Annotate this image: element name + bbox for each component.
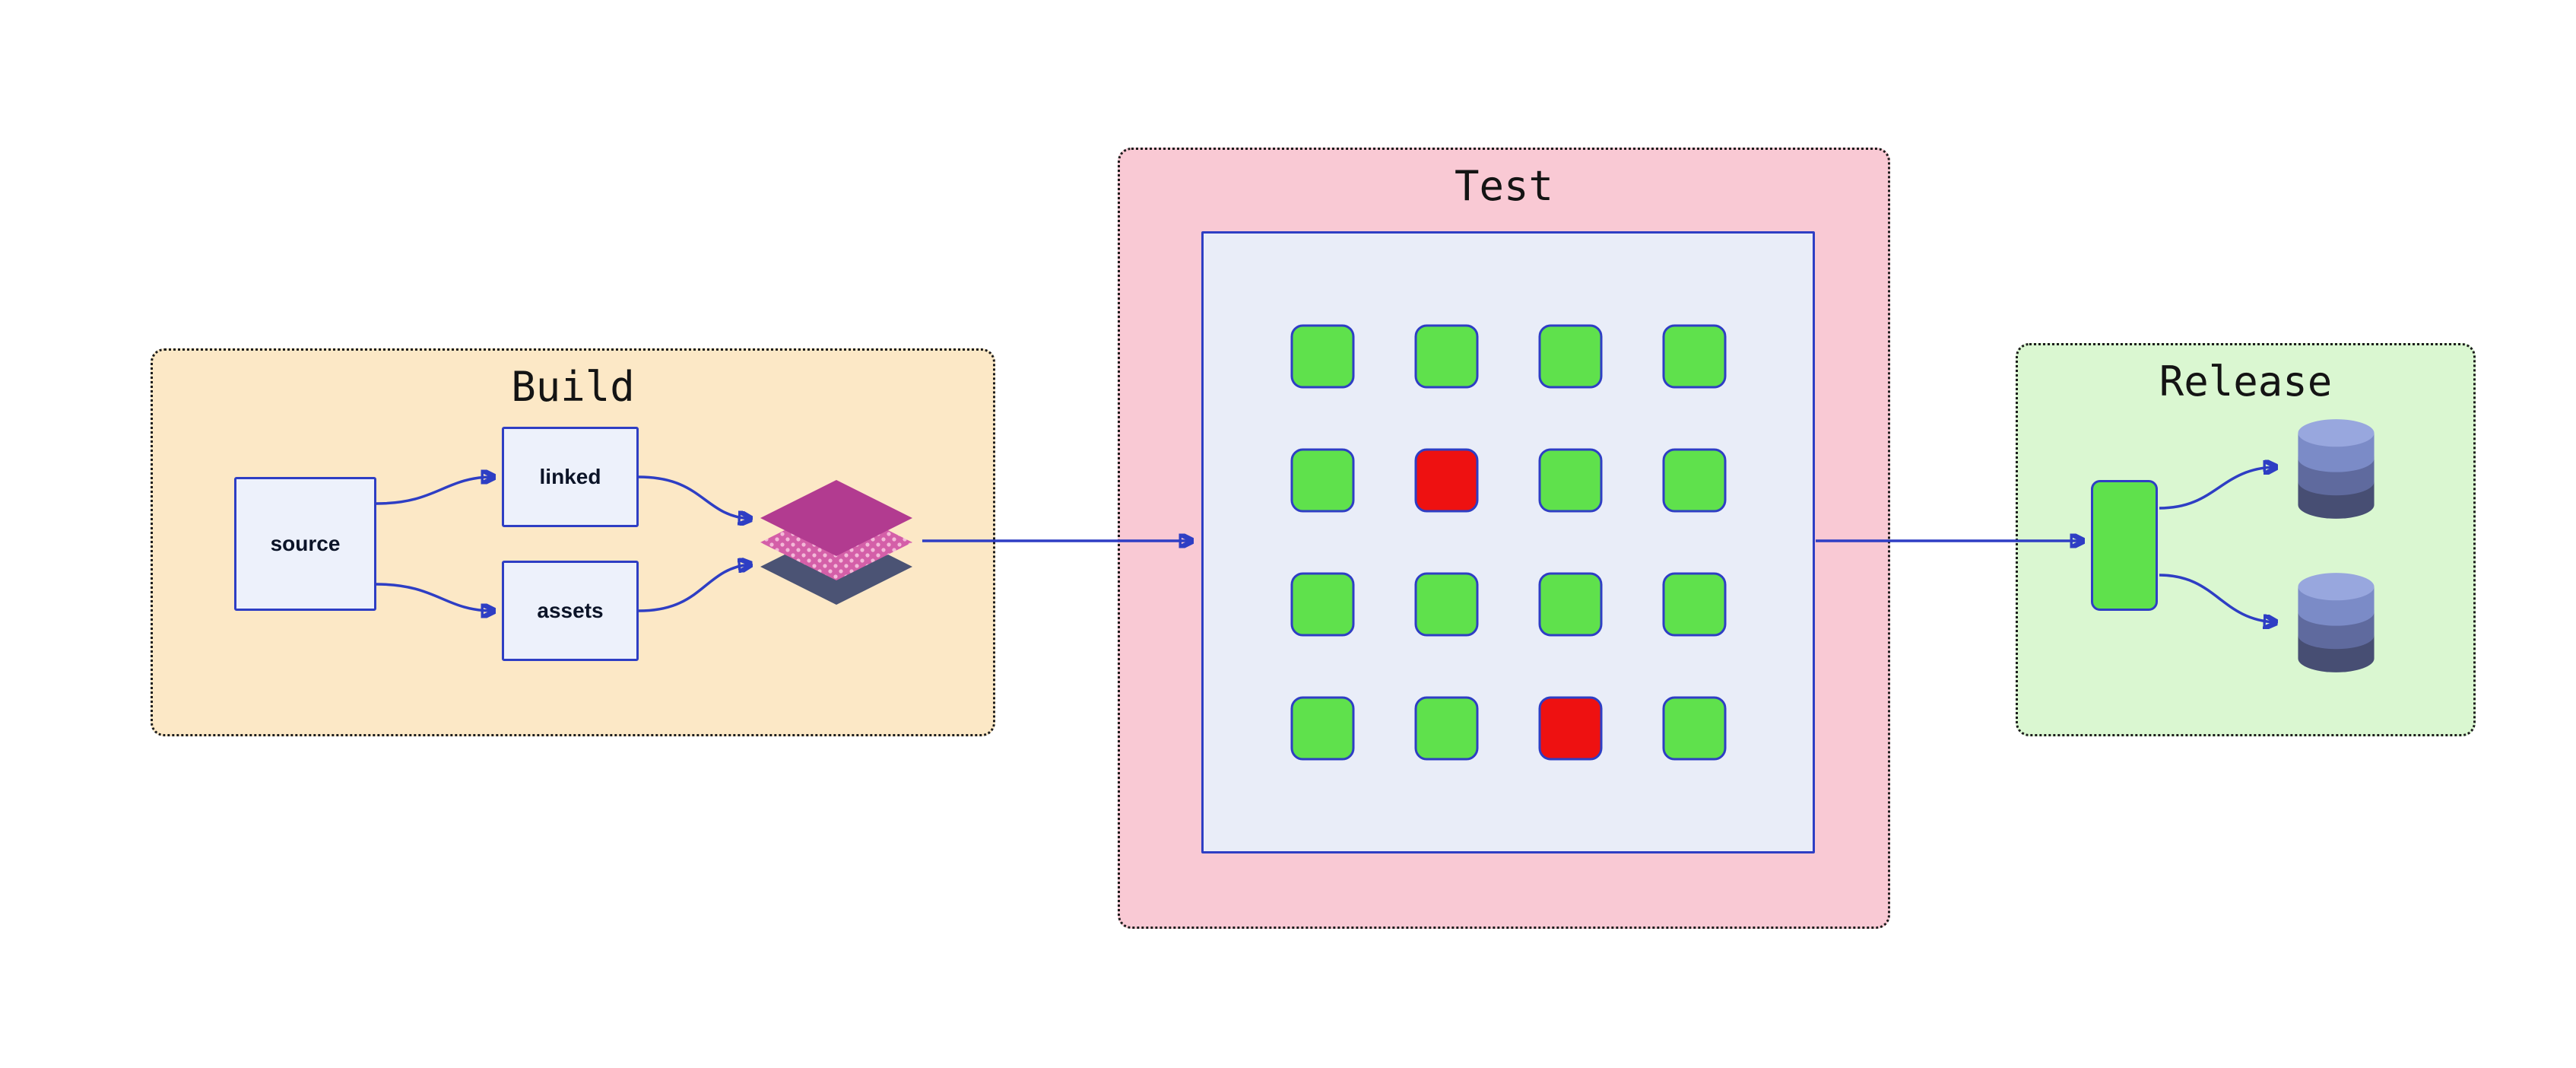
database-icon <box>2298 419 2375 519</box>
node-assets-label: assets <box>537 599 604 622</box>
test-cell-pass <box>1290 448 1354 513</box>
release-node <box>2091 480 2158 611</box>
test-cell-pass <box>1538 572 1602 637</box>
database-icon <box>2298 573 2375 672</box>
test-panel <box>1201 231 1815 853</box>
test-cell-pass <box>1414 324 1478 389</box>
test-cell-fail <box>1414 448 1478 513</box>
test-cell-pass <box>1290 324 1354 389</box>
test-cell-pass <box>1290 572 1354 637</box>
test-cell-pass <box>1414 696 1478 761</box>
test-cell-pass <box>1662 324 1726 389</box>
test-cell-pass <box>1662 448 1726 513</box>
release-title: Release <box>2159 358 2333 405</box>
node-linked: linked <box>502 427 639 527</box>
layers-icon <box>760 480 912 605</box>
build-title: Build <box>511 363 635 411</box>
test-cell-pass <box>1538 448 1602 513</box>
test-cell-fail <box>1538 696 1602 761</box>
test-cell-pass <box>1290 696 1354 761</box>
node-linked-label: linked <box>539 465 601 488</box>
test-cell-pass <box>1662 572 1726 637</box>
test-cell-pass <box>1414 572 1478 637</box>
node-source-label: source <box>270 532 341 555</box>
test-cell-pass <box>1662 696 1726 761</box>
layer-top <box>760 480 912 556</box>
test-grid <box>1290 324 1726 761</box>
node-source: source <box>234 477 376 611</box>
test-cell-pass <box>1538 324 1602 389</box>
release-group: Release <box>2016 343 2476 736</box>
test-title: Test <box>1454 162 1554 210</box>
node-assets: assets <box>502 561 639 661</box>
